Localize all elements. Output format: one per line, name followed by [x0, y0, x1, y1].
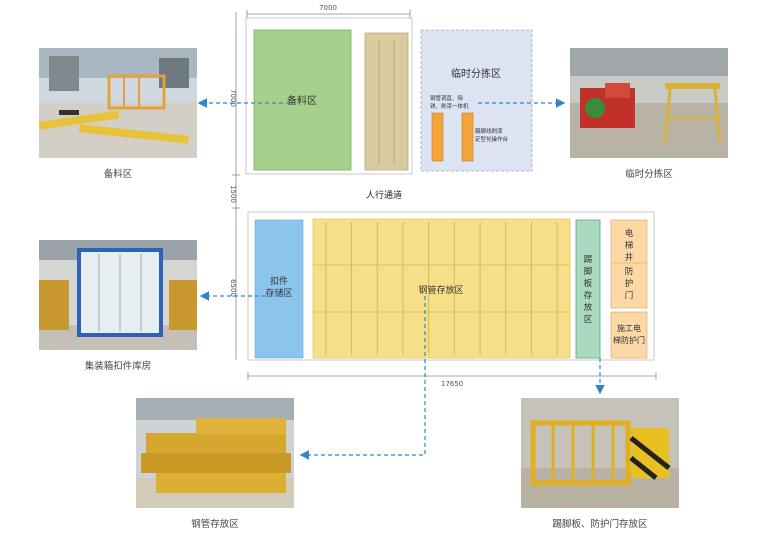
elevator-shaft-label: 电梯井防护门: [625, 228, 634, 301]
dim-top-width: 7000: [319, 4, 337, 12]
steel-pipe-zone: [312, 218, 571, 359]
material-prep-caption: 备料区: [103, 169, 133, 180]
dim-bottom-height: 6500: [229, 279, 237, 297]
temp-sorting-photo: [570, 48, 728, 158]
fastener-zone: [254, 219, 304, 359]
container-photo: [39, 240, 197, 350]
toe-board-caption: 踢脚板、防护门存放区: [552, 519, 648, 530]
elevator-door-label: 施工电梯防护门: [613, 323, 645, 345]
material-prep-label: 备料区: [287, 94, 317, 107]
toe-board-photo: [521, 398, 679, 508]
dim-top-height: 7000: [229, 89, 237, 107]
sorting-note-workbench: 踢脚线刷漆定型化操作台: [475, 127, 509, 143]
material-prep-zone: [253, 29, 352, 171]
elevator-shaft-zone: [610, 219, 648, 309]
dim-bottom-width: 17650: [441, 380, 463, 388]
steel-pipe-caption: 钢管存放区: [191, 519, 239, 530]
straightening-machine: [431, 112, 444, 162]
painting-workbench: [461, 112, 474, 162]
pipe-rack-grid: [313, 222, 570, 355]
dim-walkway-height: 1500: [229, 185, 237, 203]
steel-pipe-photo: [136, 398, 294, 508]
arrow-to-pipe-photo: [299, 296, 426, 460]
toe-board-label: 踢脚板存放区: [584, 255, 593, 325]
temp-sorting-label: 临时分拣区: [451, 67, 501, 80]
dimension-lines: [232, 10, 657, 380]
temp-sorting-caption: 临时分拣区: [625, 169, 673, 180]
tan-strip-zone: [364, 32, 409, 171]
elevator-door-zone: [610, 311, 648, 359]
container-caption: 集装箱扣件库房: [84, 361, 152, 372]
link-arrows: [197, 98, 605, 460]
steel-pipe-label: 钢管存放区: [418, 284, 463, 296]
sorting-note-machine: 钢管调直、除锈、刷漆一体机: [430, 94, 469, 110]
material-prep-photo: [39, 48, 197, 158]
walkway-label: 人行通道: [366, 189, 402, 201]
toe-board-zone: [575, 219, 601, 359]
